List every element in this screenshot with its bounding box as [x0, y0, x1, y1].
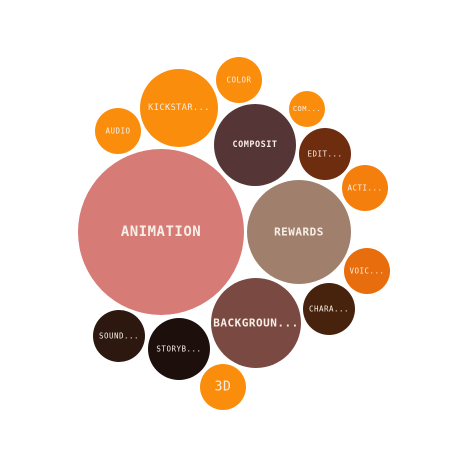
- bubble-circle[interactable]: [344, 248, 390, 294]
- bubble-color[interactable]: COLOR: [216, 57, 262, 103]
- bubble-sound[interactable]: SOUND...: [93, 310, 145, 362]
- bubble-label: COLOR: [226, 76, 251, 85]
- bubble-circle[interactable]: [148, 318, 210, 380]
- bubble-label: KICKSTAR...: [148, 103, 210, 113]
- bubble-label: BACKGROUN...: [213, 317, 298, 330]
- bubble-label: EDIT...: [307, 150, 342, 159]
- bubble-label: COM...: [293, 105, 321, 113]
- bubble-label: AUDIO: [105, 127, 130, 136]
- bubble-circle[interactable]: [200, 364, 246, 410]
- bubble-circle[interactable]: [211, 278, 301, 368]
- bubble-backgroun[interactable]: BACKGROUN...: [211, 278, 301, 368]
- bubble-edit[interactable]: EDIT...: [299, 128, 351, 180]
- bubble-3d[interactable]: 3D: [200, 364, 246, 410]
- bubble-label: SOUND...: [99, 332, 139, 341]
- bubble-circle[interactable]: [214, 104, 296, 186]
- bubble-label: 3D: [215, 380, 232, 395]
- bubble-label: CHARA...: [309, 305, 349, 314]
- bubble-circle[interactable]: [247, 180, 351, 284]
- bubble-audio[interactable]: AUDIO: [95, 108, 141, 154]
- bubble-kickstar[interactable]: KICKSTAR...: [140, 69, 218, 147]
- bubble-label: VOIC...: [349, 267, 384, 276]
- bubble-circle[interactable]: [78, 149, 244, 315]
- bubble-circle[interactable]: [95, 108, 141, 154]
- bubble-label: STORYB...: [156, 345, 201, 354]
- bubble-acti[interactable]: ACTI...: [342, 165, 388, 211]
- bubble-circle[interactable]: [303, 283, 355, 335]
- bubble-storyb[interactable]: STORYB...: [148, 318, 210, 380]
- bubble-circle[interactable]: [216, 57, 262, 103]
- bubble-com[interactable]: COM...: [289, 91, 325, 127]
- bubble-voic[interactable]: VOIC...: [344, 248, 390, 294]
- bubble-label: ANIMATION: [121, 224, 201, 240]
- bubble-label: COMPOSIT: [233, 140, 278, 150]
- bubble-label: REWARDS: [274, 226, 324, 239]
- bubble-circle[interactable]: [299, 128, 351, 180]
- bubble-circle[interactable]: [342, 165, 388, 211]
- bubble-composit[interactable]: COMPOSIT: [214, 104, 296, 186]
- bubble-circle[interactable]: [140, 69, 218, 147]
- bubble-chara[interactable]: CHARA...: [303, 283, 355, 335]
- bubble-animation[interactable]: ANIMATION: [78, 149, 244, 315]
- bubble-rewards[interactable]: REWARDS: [247, 180, 351, 284]
- bubble-label: ACTI...: [347, 184, 382, 193]
- bubble-circle[interactable]: [289, 91, 325, 127]
- bubble-circle[interactable]: [93, 310, 145, 362]
